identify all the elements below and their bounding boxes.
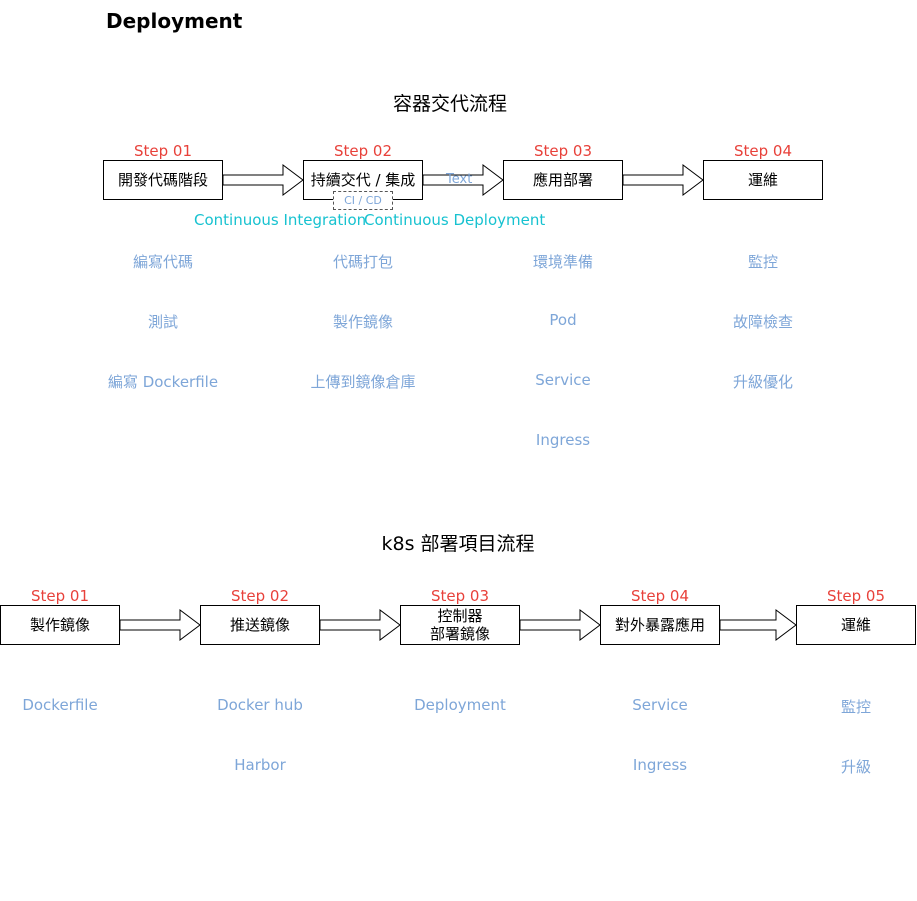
flow2-step-3-item: Deployment xyxy=(414,696,506,714)
flow2-step-1-box: 製作鏡像 xyxy=(0,605,120,645)
flow2-step-5-text: 運維 xyxy=(840,616,871,634)
flow1-step-1-item: 測試 xyxy=(147,313,178,331)
flow1-step-4-item: 監控 xyxy=(747,253,778,271)
flow1-step-4-item: 故障檢查 xyxy=(732,313,793,331)
flow2-step-1-text: 製作鏡像 xyxy=(29,616,90,634)
flow2-title: k8s 部署項目流程 xyxy=(381,533,535,555)
flow2-step-3-label: Step 03 xyxy=(430,587,489,605)
flow1-step-1-label: Step 01 xyxy=(133,142,192,160)
flow2-step-5-label: Step 05 xyxy=(826,587,885,605)
flow1-step-3-item: Service xyxy=(535,371,591,389)
flow1-title: 容器交代流程 xyxy=(392,93,507,115)
flow1-step-1-box: 開發代碼階段 xyxy=(103,160,223,200)
flow1-step-1-item: 編寫 Dockerfile xyxy=(107,373,219,391)
flow1-arrow-2 xyxy=(422,164,504,196)
flow2-step-1-item: Dockerfile xyxy=(22,696,98,714)
edge-label: Text xyxy=(446,172,473,187)
ci-label: Continuous Integration xyxy=(194,211,367,229)
flow2-arrow-1 xyxy=(119,609,201,641)
flow2-step-2-box: 推送鏡像 xyxy=(200,605,320,645)
flow1-step-3-item: 環境準備 xyxy=(532,253,593,271)
flow2-step-5-item: 升級 xyxy=(840,758,871,776)
flow2-arrow-3 xyxy=(519,609,601,641)
cd-label: Continuous Deployment xyxy=(364,211,546,229)
flow1-step-2-item: 製作鏡像 xyxy=(332,313,393,331)
page-title: Deployment xyxy=(106,9,243,33)
flow2-step-3-box: 控制器 部署鏡像 xyxy=(400,605,520,645)
flow1-arrow-3 xyxy=(622,164,704,196)
flow2-step-2-item: Docker hub xyxy=(217,696,303,714)
flow1-step-2-item: 上傳到鏡像倉庫 xyxy=(310,373,416,391)
flow2-step-4-item: Service xyxy=(632,696,688,714)
flow2-step-4-item: Ingress xyxy=(632,756,688,774)
flow2-step-5-item: 監控 xyxy=(840,698,871,716)
flow1-step-3-label: Step 03 xyxy=(533,142,592,160)
flow2-step-3-text-line2: 部署鏡像 xyxy=(429,625,490,643)
flow1-step-4-item: 升級優化 xyxy=(732,373,793,391)
flow2-arrow-4 xyxy=(719,609,797,641)
ci-cd-tag: CI / CD xyxy=(333,191,393,210)
flow1-step-1-item: 編寫代碼 xyxy=(132,253,193,271)
flow1-step-3-item: Pod xyxy=(549,311,577,329)
flow1-step-3-box: 應用部署 xyxy=(503,160,623,200)
flow2-arrow-2 xyxy=(319,609,401,641)
flow1-step-4-text: 運維 xyxy=(747,171,778,189)
flow2-step-2-item: Harbor xyxy=(234,756,286,774)
flow2-step-4-text: 對外暴露應用 xyxy=(614,616,705,634)
flow1-step-4-box: 運維 xyxy=(703,160,823,200)
flow1-step-4-label: Step 04 xyxy=(733,142,792,160)
flow1-step-2-item: 代碼打包 xyxy=(332,253,393,271)
flow2-step-2-label: Step 02 xyxy=(230,587,289,605)
flow2-step-3-text-line1: 控制器 xyxy=(437,607,483,625)
flow2-step-2-text: 推送鏡像 xyxy=(229,616,290,634)
flow2-step-5-box: 運維 xyxy=(796,605,916,645)
flow1-step-2-text: 持續交代 / 集成 xyxy=(310,171,416,189)
flow2-step-4-label: Step 04 xyxy=(630,587,689,605)
flow2-step-1-label: Step 01 xyxy=(30,587,89,605)
flow1-step-3-text: 應用部署 xyxy=(532,171,593,189)
flow1-arrow-1 xyxy=(222,164,304,196)
flow1-step-1-text: 開發代碼階段 xyxy=(117,171,208,189)
flow1-step-2-label: Step 02 xyxy=(333,142,392,160)
flow1-step-3-item: Ingress xyxy=(535,431,591,449)
flow2-step-4-box: 對外暴露應用 xyxy=(600,605,720,645)
